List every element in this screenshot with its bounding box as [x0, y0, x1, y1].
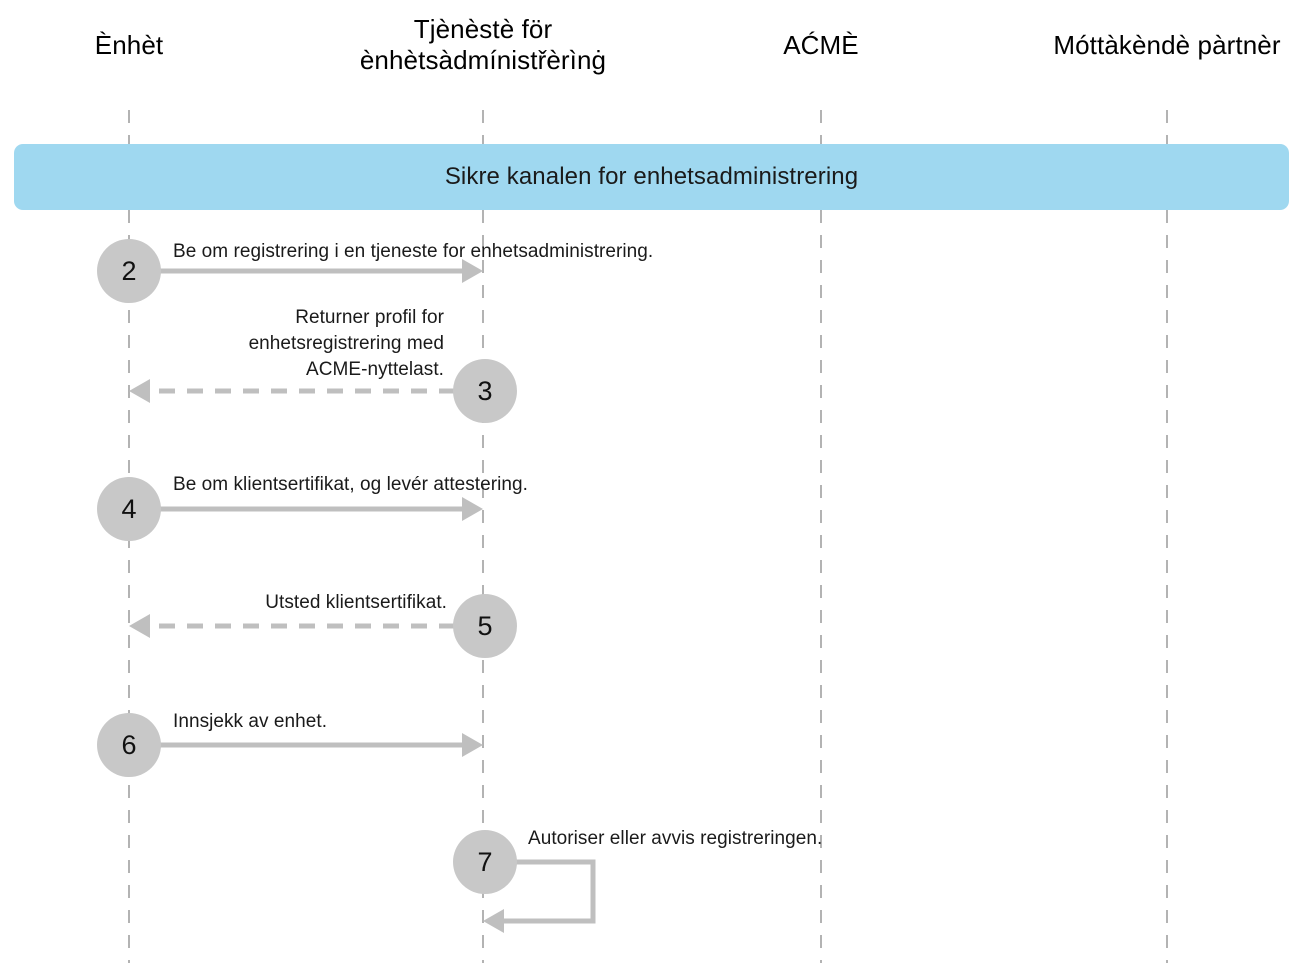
message-arrow-step-3: [129, 379, 483, 403]
message-arrow-step-5: [129, 614, 483, 638]
column-header-relying-party: Móttàkèndè pàrtnèr: [1053, 30, 1280, 61]
secure-channel-banner: [14, 144, 1289, 210]
step-circle-7[interactable]: [453, 830, 517, 894]
message-label-step-3: Returner profil for enhetsregistrering m…: [248, 307, 444, 380]
step-number-4[interactable]: 4: [121, 493, 137, 524]
step-circle-2[interactable]: [97, 239, 161, 303]
step-circles: [97, 239, 517, 894]
column-header-acme-line1: AĆMÈ: [783, 30, 859, 60]
message-arrow-step-7-self-loop: [483, 859, 596, 933]
column-header-relying-party-line1: Móttàkèndè pàrtnèr: [1053, 30, 1281, 60]
message-label-step-6: Innsjekk av enhet.: [173, 711, 328, 732]
step-number-7[interactable]: 7: [477, 846, 493, 877]
message-label-step-5: Utsted klientsertifikat.: [265, 592, 447, 613]
message-arrow-step-6: [129, 733, 483, 757]
step-number-3[interactable]: 3: [477, 375, 493, 406]
column-header-device-line1: Ènhèt: [94, 30, 164, 60]
message-label-step-7: Autoriser eller avvis registreringen.: [528, 828, 823, 849]
step-number-2[interactable]: 2: [121, 255, 137, 286]
column-header-mdm-line2: ènhètsàdmínistřèrìnġ: [359, 44, 607, 75]
step-circle-4[interactable]: [97, 477, 161, 541]
step-number-6[interactable]: 6: [121, 729, 137, 760]
step-circle-3[interactable]: [453, 359, 517, 423]
step-number-5[interactable]: 5: [477, 610, 493, 641]
message-arrow-step-4: [129, 497, 483, 521]
message-label-step-4: Be om klientsertifikat, og levér atteste…: [173, 474, 528, 495]
step-circle-6[interactable]: [97, 713, 161, 777]
secure-channel-banner-label: Sikre kanalen for enhetsadministrering: [444, 163, 859, 190]
column-header-mdm-line1: Tjènèstè för: [413, 14, 553, 44]
column-header-device: Ènhèt: [95, 30, 163, 61]
column-header-acme: AĆMÈ: [783, 30, 859, 61]
column-header-mdm: Tjènèstè för ènhètsàdmínistřèrìnġ: [360, 14, 606, 75]
step-circle-5[interactable]: [453, 594, 517, 658]
message-arrow-step-2: [129, 259, 483, 283]
message-label-step-2: Be om registrering i en tjeneste for enh…: [173, 241, 654, 262]
